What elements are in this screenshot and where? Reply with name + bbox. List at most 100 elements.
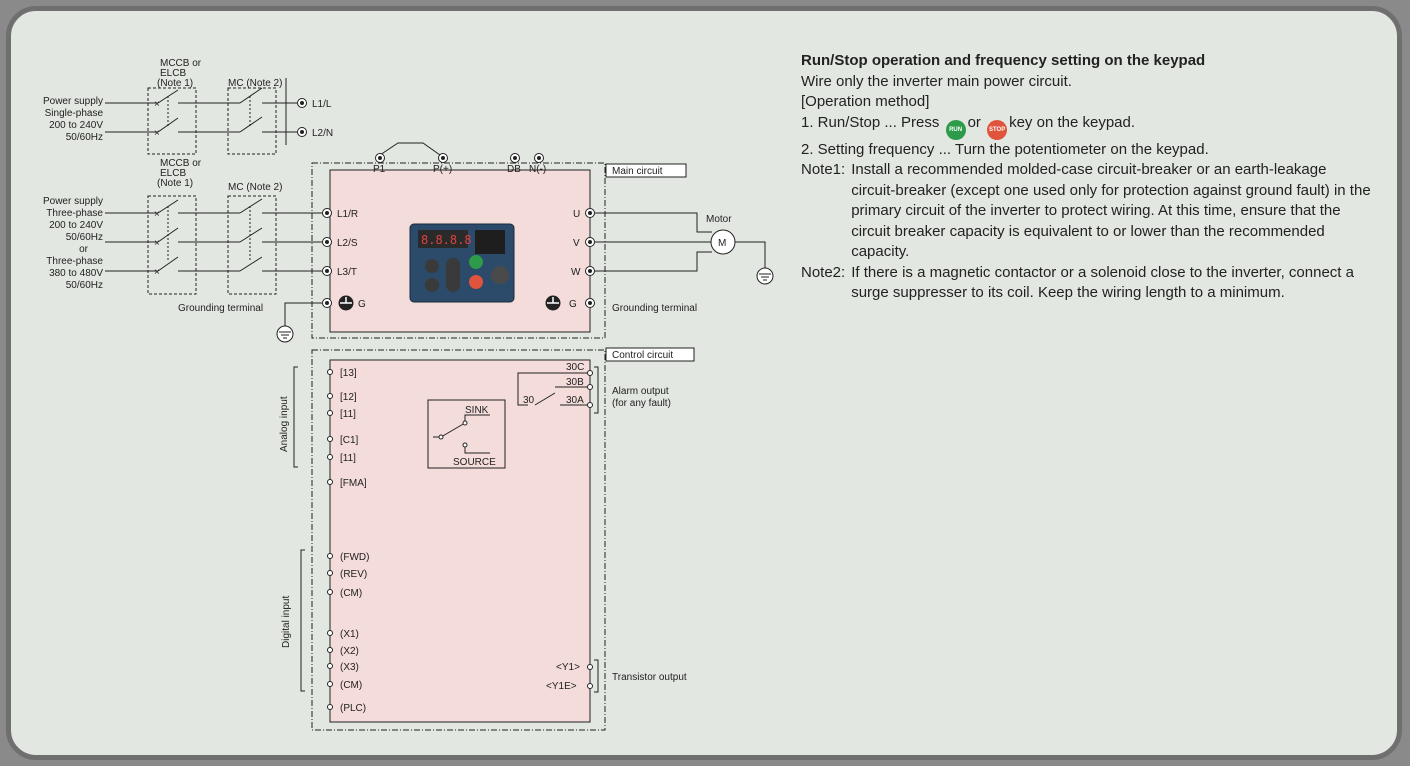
svg-text:50/60Hz: 50/60Hz — [66, 132, 103, 143]
svg-text:(for any fault): (for any fault) — [612, 398, 671, 409]
svg-text:30B: 30B — [566, 377, 584, 388]
note-2: Note2: If there is a magnetic contactor … — [801, 263, 1354, 302]
figure-panel: Main circuit Control circuit MCCB or ELC… — [6, 6, 1402, 760]
svg-text:<Y1E>: <Y1E> — [546, 681, 577, 692]
svg-text:(FWD): (FWD) — [340, 552, 369, 563]
note-1: Note1: Install a recommended molded-case… — [801, 161, 1371, 260]
notes-line-1: Wire only the inverter main power circui… — [801, 72, 1072, 90]
digital-terminals: (FWD) (REV) (CM) (X1) (X2) (X3) (CM) (PL… — [327, 552, 369, 714]
svg-text:Three-phase: Three-phase — [46, 208, 103, 219]
svg-text:30C: 30C — [566, 362, 584, 373]
svg-text:×: × — [154, 128, 160, 139]
svg-text:SINK: SINK — [465, 405, 489, 416]
svg-text:(REV): (REV) — [340, 569, 367, 580]
single-phase-supply-label: Power supply Single-phase 200 to 240V 50… — [43, 96, 103, 143]
svg-text:[12]: [12] — [340, 392, 357, 403]
analog-terminals: [13] [12] [11] [C1] [11] [FMA] — [327, 368, 367, 489]
svg-text:<Y1>: <Y1> — [556, 662, 580, 673]
svg-text:×: × — [154, 209, 160, 220]
stop-key-icon — [469, 275, 483, 289]
svg-text:Transistor output: Transistor output — [612, 672, 687, 683]
alarm-output-label: Alarm output — [612, 386, 669, 397]
svg-text:Power supply: Power supply — [43, 96, 103, 107]
svg-text:MC (Note 2): MC (Note 2) — [228, 182, 282, 193]
svg-text:L3/T: L3/T — [337, 267, 357, 278]
svg-text:MCCB or: MCCB or — [160, 158, 202, 169]
sink-source-switch: SINK SOURCE — [427, 399, 506, 469]
terminal-u: U — [573, 209, 580, 220]
svg-text:(CM): (CM) — [340, 680, 362, 691]
control-circuit-label: Control circuit — [612, 350, 673, 361]
keypad-image: 8.8.8.8 — [409, 223, 515, 303]
terminal-p-plus: P(+) — [433, 164, 452, 175]
svg-text:(Note 1): (Note 1) — [157, 178, 193, 189]
transistor-output: <Y1> <Y1E> Transistor output — [546, 659, 687, 693]
terminal-w: W — [571, 267, 581, 278]
dc-jumper — [379, 142, 441, 156]
svg-text:×: × — [154, 267, 160, 278]
svg-text:MC (Note 2): MC (Note 2) — [228, 78, 282, 89]
svg-text:50/60Hz: 50/60Hz — [66, 232, 103, 243]
svg-text:MCCB or: MCCB or — [160, 58, 202, 69]
svg-text:(X2): (X2) — [340, 646, 359, 657]
svg-text:200 to 240V: 200 to 240V — [49, 120, 103, 131]
grounding-terminal-right-label: Grounding terminal — [612, 303, 697, 314]
svg-text:SOURCE: SOURCE — [453, 457, 496, 468]
svg-text:L1/L: L1/L — [312, 99, 332, 110]
svg-text:M: M — [718, 238, 726, 249]
notes-title: Run/Stop operation and frequency setting… — [801, 52, 1206, 69]
svg-text:[11]: [11] — [340, 409, 356, 420]
digital-input-label: Digital input — [281, 596, 292, 648]
notes-line-2: [Operation method] — [801, 93, 930, 110]
svg-text:L2/S: L2/S — [337, 238, 358, 249]
svg-text:Power supply: Power supply — [43, 196, 103, 207]
alarm-relay: 30 30C 30B 30A Alarm output (for any fau… — [517, 362, 671, 414]
notes-step-2: 2. Setting frequency ... Turn the potent… — [801, 140, 1209, 158]
svg-text:(PLC): (PLC) — [340, 703, 366, 714]
three-phase-mc-box: MC (Note 2) — [227, 182, 282, 295]
svg-text:[C1]: [C1] — [340, 435, 359, 446]
svg-text:(X1): (X1) — [340, 629, 359, 640]
svg-text:L1/R: L1/R — [337, 209, 358, 220]
svg-text:Single-phase: Single-phase — [45, 108, 104, 119]
svg-text:50/60Hz: 50/60Hz — [66, 280, 103, 291]
ground-terminal-right: G — [569, 299, 577, 310]
single-phase-mc-box: MC (Note 2) — [227, 78, 282, 155]
operation-notes: Run/Stop operation and frequency setting… — [801, 51, 1371, 304]
terminal-n-minus: N(-) — [529, 164, 546, 175]
grounding-terminal-left-label: Grounding terminal — [178, 303, 263, 314]
stop-key-icon: STOP — [987, 119, 1008, 140]
ground-terminal-left: G — [358, 299, 366, 310]
svg-text:ELCB: ELCB — [160, 68, 186, 79]
main-circuit-boundary — [311, 162, 606, 339]
svg-text:[13]: [13] — [340, 368, 357, 379]
svg-text:(X3): (X3) — [340, 662, 359, 673]
wiring-diagram: Main circuit Control circuit MCCB or ELC… — [43, 58, 774, 731]
single-phase-breaker-box: MCCB or ELCB (Note 1) — [147, 58, 202, 155]
control-circuit-body — [329, 359, 591, 723]
svg-text:×: × — [154, 99, 160, 110]
svg-text:380 to 480V: 380 to 480V — [49, 268, 103, 279]
svg-text:30: 30 — [523, 395, 535, 406]
svg-text:(CM): (CM) — [340, 588, 362, 599]
three-phase-breaker-box: MCCB or ELCB (Note 1) — [147, 158, 202, 295]
svg-text:30A: 30A — [566, 395, 584, 406]
ground-symbol-left — [338, 295, 354, 311]
svg-text:×: × — [154, 238, 160, 249]
svg-text:L2/N: L2/N — [312, 128, 333, 139]
motor-label: Motor — [706, 214, 732, 225]
terminal-db: DB — [507, 164, 521, 175]
main-circuit-label: Main circuit — [612, 166, 663, 177]
analog-input-label: Analog input — [279, 396, 290, 452]
terminal-p1: P1 — [373, 164, 386, 175]
svg-text:[11]: [11] — [340, 453, 356, 464]
svg-text:ELCB: ELCB — [160, 168, 186, 179]
control-circuit-boundary — [311, 349, 606, 731]
keypad-display: 8.8.8.8 — [421, 233, 472, 247]
digital-bracket — [300, 549, 305, 692]
motor-ground-icon — [756, 267, 774, 285]
svg-text:[FMA]: [FMA] — [340, 478, 367, 489]
svg-text:Three-phase: Three-phase — [46, 256, 103, 267]
run-key-icon: RUN — [945, 119, 966, 140]
